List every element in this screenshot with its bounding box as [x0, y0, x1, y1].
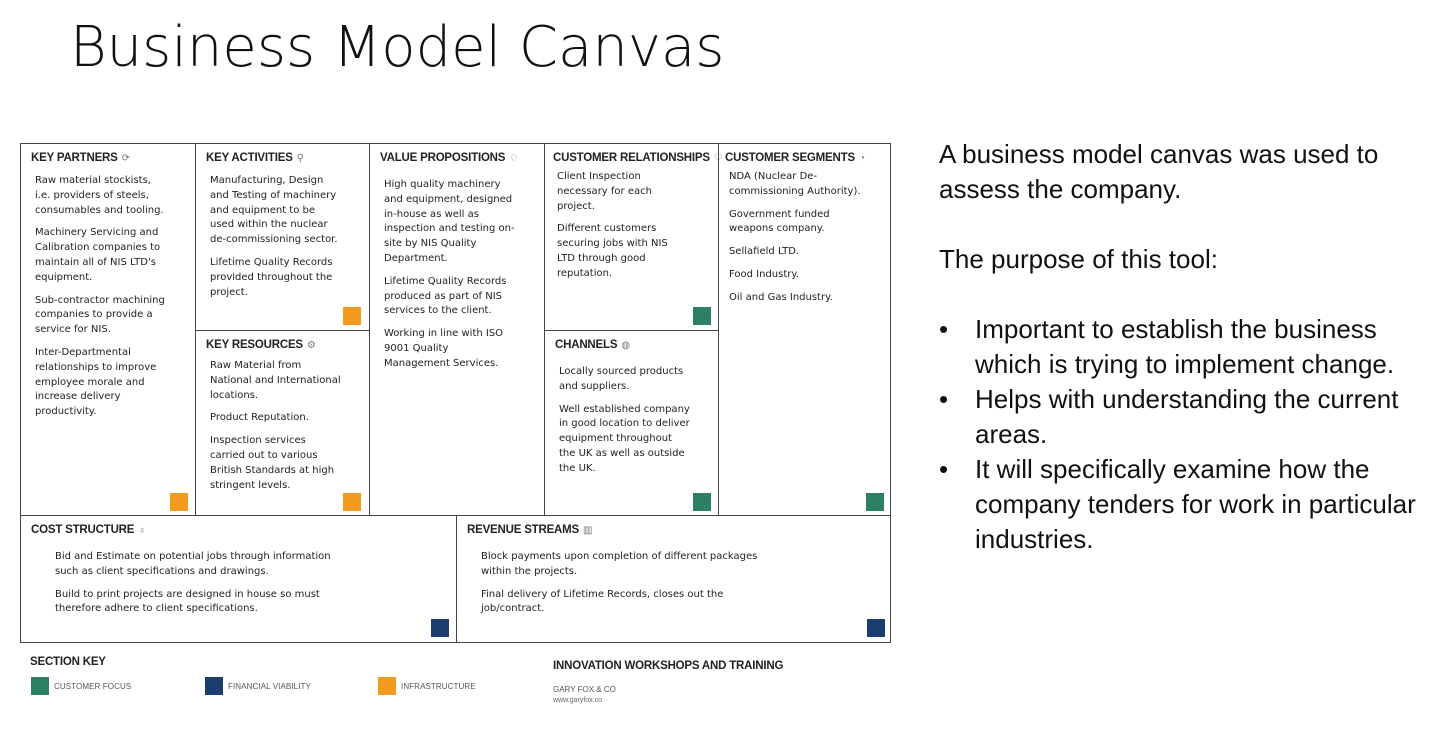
canvas-item: Build to print projects are designed in … — [55, 588, 320, 615]
customer-segments-list: NDA (Nuclear De- commissioning Authority… — [725, 170, 880, 306]
infrastructure-marker — [343, 307, 361, 325]
key-customer-focus: CUSTOMER FOCUS — [31, 677, 131, 695]
brand-name: GARY FOX & CO — [553, 685, 616, 694]
channels-title: CHANNELS — [555, 339, 618, 351]
financial-viability-marker — [867, 619, 885, 637]
cost-tag-icon: ♁ — [138, 524, 146, 536]
channels-list: Locally sourced products and suppliers. W… — [555, 365, 708, 477]
cost-structure-title: COST STRUCTURE — [31, 524, 135, 536]
key-partners-section: KEY PARTNERS⟳ Raw material stockists, i.… — [21, 144, 196, 516]
brand-url: www.garyfox.co — [553, 697, 603, 704]
canvas-item: Well established company in good locatio… — [559, 403, 690, 474]
customer-focus-swatch — [31, 677, 49, 695]
key-partners-list: Raw material stockists, i.e. providers o… — [31, 174, 185, 420]
financial-viability-swatch — [205, 677, 223, 695]
bullet-item: Important to establish the business whic… — [939, 312, 1429, 382]
key-resources-title: KEY RESOURCES — [206, 339, 303, 351]
canvas-item: Final delivery of Lifetime Records, clos… — [481, 588, 724, 615]
canvas-item: Sub-contractor machining companies to pr… — [35, 294, 165, 336]
canvas-item: Block payments upon completion of differ… — [481, 551, 758, 577]
key-partners-title: KEY PARTNERS — [31, 152, 118, 164]
canvas-item: Food Industry. — [729, 268, 800, 280]
canvas-item: Manufacturing, Design and Testing of mac… — [210, 175, 338, 246]
canvas-item: High quality machinery and equipment, de… — [384, 179, 515, 264]
infrastructure-swatch — [378, 677, 396, 695]
description-intro: A business model canvas was used to asse… — [939, 139, 1379, 204]
customer-segments-section: CUSTOMER SEGMENTS◔ NDA (Nuclear De- comm… — [719, 144, 890, 516]
revenue-bars-icon: ▥ — [583, 524, 593, 536]
canvas-item: Product Reputation. — [210, 412, 309, 424]
canvas-item: Inter-Departmental relationships to impr… — [35, 346, 157, 418]
key-activities-title: KEY ACTIVITIES — [206, 152, 293, 164]
section-key-title: SECTION KEY — [30, 656, 106, 668]
bullet-item: It will specifically examine how the com… — [939, 452, 1429, 557]
canvas-item: Oil and Gas Industry. — [729, 291, 833, 303]
business-model-canvas: KEY PARTNERS⟳ Raw material stockists, i.… — [20, 143, 891, 643]
key-activities-list: Manufacturing, Design and Testing of mac… — [206, 174, 359, 300]
canvas-item: Client Inspection necessary for each pro… — [557, 171, 652, 212]
revenue-streams-list: Block payments upon completion of differ… — [467, 550, 880, 617]
revenue-streams-title: REVENUE STREAMS — [467, 524, 580, 536]
canvas-item: Raw material stockists, i.e. providers o… — [35, 175, 164, 216]
key-resources-list: Raw Material from National and Internati… — [206, 359, 359, 493]
customer-relationships-section: CUSTOMER RELATIONSHIPS♡ Client Inspectio… — [545, 144, 723, 331]
truck-icon: ◍ — [621, 339, 630, 351]
gift-icon: ♢ — [509, 152, 519, 164]
heart-icon: ♡ — [713, 152, 723, 164]
resources-icon: ⚙ — [306, 339, 316, 351]
segments-icon: ◔ — [858, 152, 865, 164]
channels-section: CHANNELS◍ Locally sourced products and s… — [545, 331, 719, 516]
key-label: INFRASTRUCTURE — [401, 681, 476, 691]
customer-segments-title: CUSTOMER SEGMENTS — [725, 152, 855, 164]
description-purpose: The purpose of this tool: — [939, 244, 1218, 274]
workshops-title: INNOVATION WORKSHOPS AND TRAINING — [553, 660, 784, 672]
canvas-item: Inspection services carried out to vario… — [210, 435, 335, 491]
canvas-item: Machinery Servicing and Calibration comp… — [35, 227, 161, 283]
key-label: FINANCIAL VIABILITY — [228, 681, 311, 691]
infrastructure-marker — [343, 493, 361, 511]
key-infrastructure: INFRASTRUCTURE — [378, 677, 476, 695]
purpose-bullets: Important to establish the business whic… — [939, 312, 1429, 557]
value-propositions-list: High quality machinery and equipment, de… — [380, 178, 534, 372]
cost-structure-section: COST STRUCTURE♁ Bid and Estimate on pote… — [21, 516, 457, 642]
activity-icon: ⚲ — [296, 152, 304, 164]
revenue-streams-section: REVENUE STREAMS▥ Block payments upon com… — [457, 516, 890, 642]
value-propositions-title: VALUE PROPOSITIONS — [380, 152, 506, 164]
financial-viability-marker — [431, 619, 449, 637]
bullet-item: Helps with understanding the current are… — [939, 382, 1429, 452]
customer-relationships-title: CUSTOMER RELATIONSHIPS — [553, 152, 710, 164]
key-activities-section: KEY ACTIVITIES⚲ Manufacturing, Design an… — [196, 144, 370, 331]
customer-focus-marker — [693, 307, 711, 325]
infrastructure-marker — [170, 493, 188, 511]
canvas-item: Different customers securing jobs with N… — [557, 223, 668, 279]
canvas-item: Lifetime Quality Records provided throug… — [210, 256, 333, 298]
key-resources-section: KEY RESOURCES⚙ Raw Material from Nationa… — [196, 331, 370, 516]
customer-relationships-list: Client Inspection necessary for each pro… — [553, 170, 708, 282]
link-icon: ⟳ — [121, 152, 130, 164]
canvas-item: NDA (Nuclear De- commissioning Authority… — [729, 171, 861, 197]
canvas-item: Government funded weapons company. — [729, 208, 830, 235]
value-propositions-section: VALUE PROPOSITIONS♢ High quality machine… — [370, 144, 545, 516]
canvas-item: Bid and Estimate on potential jobs throu… — [55, 551, 331, 577]
canvas-item: Sellafield LTD. — [729, 246, 800, 258]
cost-structure-list: Bid and Estimate on potential jobs throu… — [31, 550, 446, 617]
key-label: CUSTOMER FOCUS — [54, 681, 132, 691]
key-financial-viability: FINANCIAL VIABILITY — [205, 677, 311, 695]
customer-focus-marker — [866, 493, 884, 511]
canvas-item: Working in line with ISO 9001 Quality Ma… — [384, 328, 504, 369]
canvas-item: Raw Material from National and Internati… — [210, 360, 341, 401]
canvas-item: Lifetime Quality Records produced as par… — [384, 275, 507, 317]
customer-focus-marker — [693, 493, 711, 511]
description-panel: A business model canvas was used to asse… — [939, 137, 1429, 557]
slide-title: Business Model Canvas — [70, 15, 725, 80]
canvas-item: Locally sourced products and suppliers. — [559, 366, 684, 392]
